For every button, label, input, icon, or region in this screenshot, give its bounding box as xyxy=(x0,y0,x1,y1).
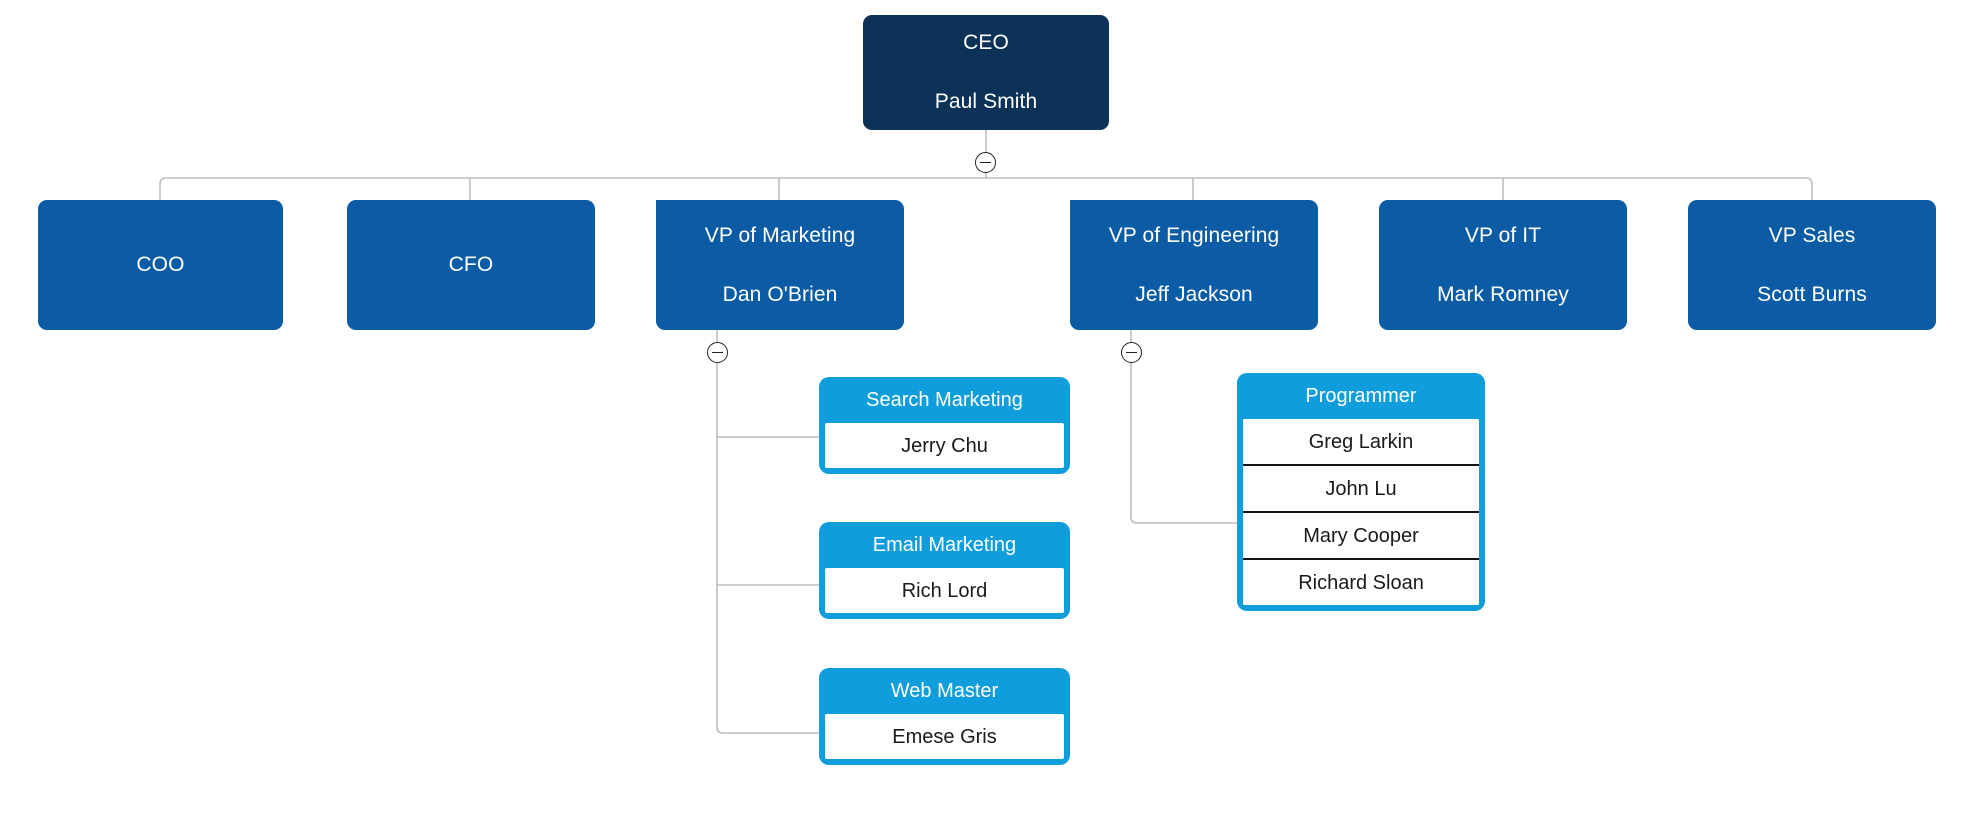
node-ceo[interactable]: CEO Paul Smith xyxy=(863,15,1109,130)
node-coo-title: COO xyxy=(136,253,185,276)
node-vp-engineering[interactable]: VP of Engineering Jeff Jackson xyxy=(1070,200,1318,330)
unit-member-row[interactable]: John Lu xyxy=(1243,464,1479,511)
node-ceo-title: CEO xyxy=(963,31,1009,54)
node-vp-it-title: VP of IT xyxy=(1464,223,1542,247)
unit-member-row[interactable]: Mary Cooper xyxy=(1243,511,1479,558)
node-vp-engineering-title: VP of Engineering xyxy=(1108,223,1280,247)
unit-member-row[interactable]: Richard Sloan xyxy=(1243,558,1479,605)
node-vp-marketing-title: VP of Marketing xyxy=(704,223,856,247)
unit-member-row[interactable]: Emese Gris xyxy=(825,714,1064,759)
collapse-toggle-vp-engineering[interactable] xyxy=(1121,342,1142,363)
unit-email-marketing-title: Email Marketing xyxy=(872,534,1017,556)
unit-search-marketing[interactable]: Search Marketing Jerry Chu xyxy=(819,377,1070,474)
node-cfo-title: CFO xyxy=(448,253,494,276)
node-ceo-person: Paul Smith xyxy=(934,90,1038,113)
node-vp-marketing-person: Dan O'Brien xyxy=(722,282,838,306)
node-vp-sales-title: VP Sales xyxy=(1768,223,1856,247)
node-coo[interactable]: COO xyxy=(38,200,283,330)
unit-web-master-title: Web Master xyxy=(890,680,999,702)
collapse-toggle-ceo[interactable] xyxy=(975,152,996,173)
connector-vp-engineering-spine xyxy=(1130,330,1237,524)
node-vp-it-person: Mark Romney xyxy=(1437,282,1569,306)
unit-member-row[interactable]: Rich Lord xyxy=(825,568,1064,613)
node-vp-engineering-person: Jeff Jackson xyxy=(1135,282,1253,306)
connector-vp-marketing-spine xyxy=(716,330,819,734)
node-vp-marketing[interactable]: VP of Marketing Dan O'Brien xyxy=(656,200,904,330)
unit-web-master[interactable]: Web Master Emese Gris xyxy=(819,668,1070,765)
node-vp-it[interactable]: VP of IT Mark Romney xyxy=(1379,200,1627,330)
unit-member-row[interactable]: Jerry Chu xyxy=(825,423,1064,468)
connector-level2-bus xyxy=(159,177,1813,200)
node-vp-sales-person: Scott Burns xyxy=(1757,282,1867,306)
unit-web-master-members: Emese Gris xyxy=(825,714,1064,759)
unit-programmer-title: Programmer xyxy=(1305,385,1417,407)
unit-search-marketing-members: Jerry Chu xyxy=(825,423,1064,468)
collapse-toggle-vp-marketing[interactable] xyxy=(707,342,728,363)
unit-email-marketing[interactable]: Email Marketing Rich Lord xyxy=(819,522,1070,619)
unit-search-marketing-title: Search Marketing xyxy=(866,389,1023,411)
unit-programmer-members: Greg Larkin John Lu Mary Cooper Richard … xyxy=(1243,419,1479,605)
unit-programmer[interactable]: Programmer Greg Larkin John Lu Mary Coop… xyxy=(1237,373,1485,611)
node-cfo[interactable]: CFO xyxy=(347,200,595,330)
node-vp-sales[interactable]: VP Sales Scott Burns xyxy=(1688,200,1936,330)
unit-email-marketing-members: Rich Lord xyxy=(825,568,1064,613)
unit-member-row[interactable]: Greg Larkin xyxy=(1243,419,1479,464)
